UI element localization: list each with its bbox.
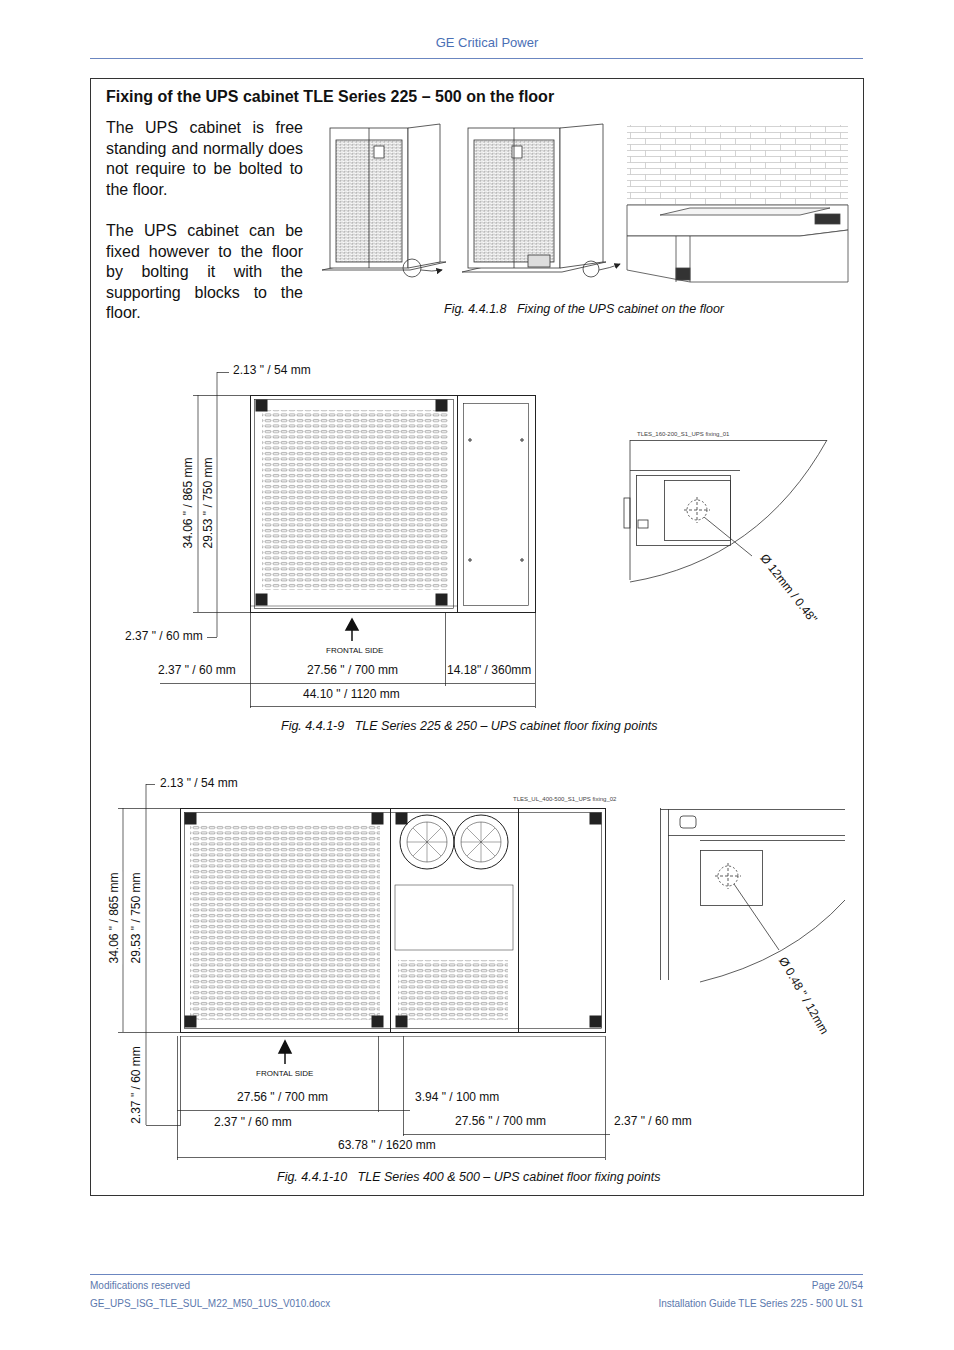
frontal-side-label: FRONTAL SIDE <box>325 646 384 655</box>
figure-caption: Fig. 4.4.1-10 TLE Series 400 & 500 – UPS… <box>277 1170 661 1184</box>
footer-text: Modifications reserved <box>90 1280 190 1292</box>
dimension-label: 29.53 " / 750 mm <box>202 457 216 550</box>
dimension-label: 3.94 " / 100 mm <box>414 1091 500 1105</box>
dimension-label: 34.06 " / 865 mm <box>182 457 196 550</box>
footer-text: Page 20/54 <box>812 1280 863 1292</box>
dimension-label: 29.53 " / 750 mm <box>130 872 144 965</box>
body-paragraph: The UPS cabinet can be fixed however to … <box>106 221 303 324</box>
hole-diameter-label: Ø 0.48 " / 12mm <box>775 954 831 1038</box>
body-paragraph: The UPS cabinet is free standing and nor… <box>106 118 303 200</box>
drawing-id: TLES_UL_400-500_S1_UPS fixing_02 <box>513 796 616 803</box>
dimension-label: 2.37 " / 60 mm <box>157 664 237 678</box>
hole-diameter-label: Ø 12mm / 0.48" <box>756 551 820 627</box>
dimension-label: 2.13 " / 54 mm <box>159 777 239 791</box>
figure-caption: Fig. 4.4.1.8 Fixing of the UPS cabinet o… <box>444 302 724 316</box>
dimension-label: 27.56 " / 700 mm <box>306 664 399 678</box>
figure-caption: Fig. 4.4.1-9 TLE Series 225 & 250 – UPS … <box>281 719 658 733</box>
dimension-label: 27.56 " / 700 mm <box>454 1115 547 1129</box>
dimension-label: 2.37 " / 60 mm <box>613 1115 693 1129</box>
page-header: GE Critical Power <box>436 36 539 51</box>
dimension-label: 2.37 " / 60 mm <box>213 1116 293 1130</box>
dimension-label: 27.56 " / 700 mm <box>236 1091 329 1105</box>
section-title: Fixing of the UPS cabinet TLE Series 225… <box>106 88 554 106</box>
dimension-label: 44.10 " / 1120 mm <box>302 688 401 702</box>
dimension-label: 2.37 " / 60 mm <box>124 630 204 644</box>
dimension-label: 14.18" / 360mm <box>446 664 532 678</box>
dimension-label: 2.37 " / 60 mm <box>130 1045 144 1125</box>
frontal-side-label: FRONTAL SIDE <box>255 1069 314 1078</box>
dimension-label: 2.13 " / 54 mm <box>232 364 312 378</box>
drawing-id: TLES_160-200_S1_UPS fixing_01 <box>637 431 729 438</box>
dimension-label: 63.78 " / 1620 mm <box>337 1139 437 1153</box>
dimension-label: 34.06 " / 865 mm <box>108 872 122 965</box>
footer-text: GE_UPS_ISG_TLE_SUL_M22_M50_1US_V010.docx <box>90 1298 330 1310</box>
footer-text: Installation Guide TLE Series 225 - 500 … <box>658 1298 863 1310</box>
